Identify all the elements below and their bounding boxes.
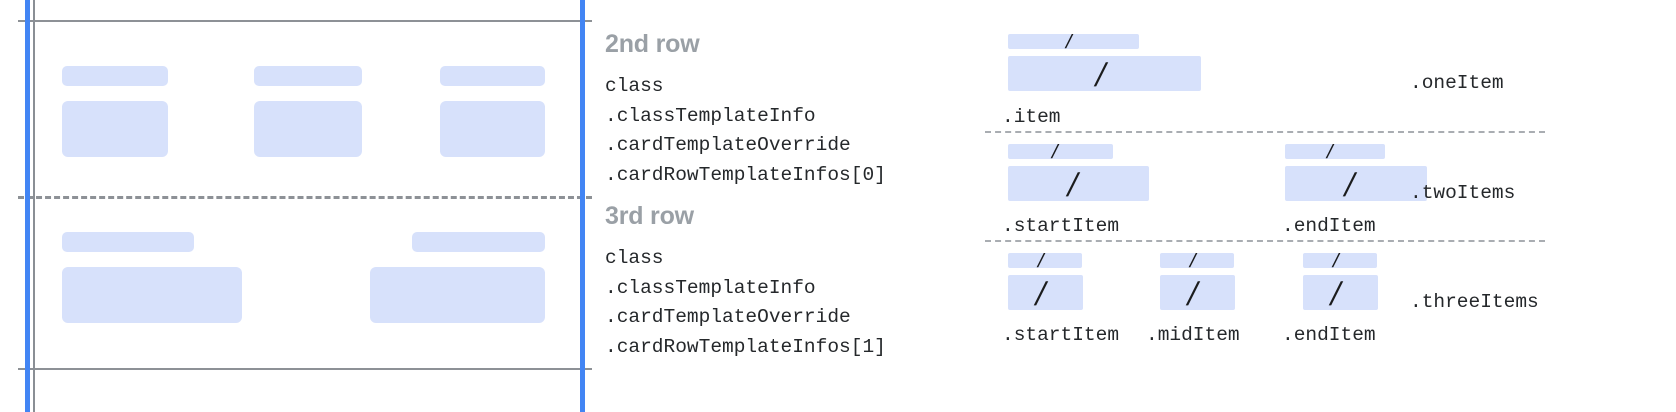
item-label-bar: / [1008,144,1113,159]
item-content-box: / [1160,275,1235,310]
cell-content-box [62,267,242,323]
annotation-code-line: class [605,247,664,269]
item-content-box: / [1303,275,1378,310]
slash-icon: / [1064,166,1082,201]
item-slot-label: .endItem [1282,324,1376,346]
item-content-box: / [1285,166,1427,201]
item-slot: / / [1008,144,1149,201]
right-edge-guide [580,0,585,412]
card-row-preview [0,0,592,412]
cell-content-box [370,267,545,323]
slash-icon: / [1341,166,1359,201]
cell-label-bar [440,66,545,86]
item-slot: / / [1008,253,1083,310]
annotation-code-line: .cardRowTemplateInfos[0] [605,163,886,186]
card-top-border [18,20,592,22]
item-label-bar: / [1008,253,1082,268]
slash-icon: / [1063,34,1075,49]
annotation-code-line: .cardTemplateOverride [605,134,851,156]
slash-icon: / [1327,275,1345,310]
item-slot-label: .midItem [1146,324,1240,346]
cell-label-bar [254,66,362,86]
item-group-label: .oneItem [1410,72,1504,94]
slash-icon: / [1092,56,1110,91]
left-content-guide [33,0,35,412]
cell-label-bar [62,66,168,86]
slash-icon: / [1184,275,1202,310]
annotation-second-row: 2nd row class .classTemplateInfo .cardTe… [605,32,886,190]
slash-icon: / [1035,253,1047,268]
annotation-code-line: .cardTemplateOverride [605,306,851,328]
item-group-label: .twoItems [1410,182,1516,204]
annotation-code-line: .classTemplateInfo [605,104,816,127]
item-slot: / / [1303,253,1378,310]
row-item-layout-options: / / .item .oneItem / / .startItem [985,0,1676,412]
item-group-divider [985,131,1545,133]
cell-content-box [254,101,362,157]
annotation-third-row: 3rd row class .classTemplateInfo .cardTe… [605,204,886,362]
annotation-code-line: .cardRowTemplateInfos[1] [605,335,886,358]
item-slot: / / [1285,144,1427,201]
cell-label-bar [412,232,545,252]
item-slot-label: .startItem [1002,324,1120,346]
card-row-divider [18,196,592,199]
item-slot-label: .item [1002,106,1061,128]
item-group-label: .threeItems [1410,291,1539,313]
item-slot-label: .startItem [1002,215,1120,237]
item-slot: / / [1008,34,1201,91]
annotation-title: 2nd row [605,30,700,58]
item-label-bar: / [1303,253,1377,268]
item-slot-label: .endItem [1282,215,1376,237]
item-content-box: / [1008,56,1201,91]
cell-content-box [440,101,545,157]
annotation-code-line: class [605,75,664,97]
item-label-bar: / [1160,253,1234,268]
item-content-box: / [1008,275,1083,310]
cell-label-bar [62,232,194,252]
annotation-code-line: .classTemplateInfo [605,276,816,299]
slash-icon: / [1049,144,1061,159]
cell-content-box [62,101,168,157]
card-bottom-border [18,368,592,370]
item-slot: / / [1160,253,1235,310]
slash-icon: / [1324,144,1336,159]
annotation-title: 3rd row [605,202,694,230]
item-label-bar: / [1008,34,1139,49]
item-group-divider [985,240,1545,242]
item-label-bar: / [1285,144,1385,159]
slash-icon: / [1032,275,1050,310]
slash-icon: / [1187,253,1199,268]
item-content-box: / [1008,166,1149,201]
left-edge-guide [25,0,30,412]
slash-icon: / [1330,253,1342,268]
